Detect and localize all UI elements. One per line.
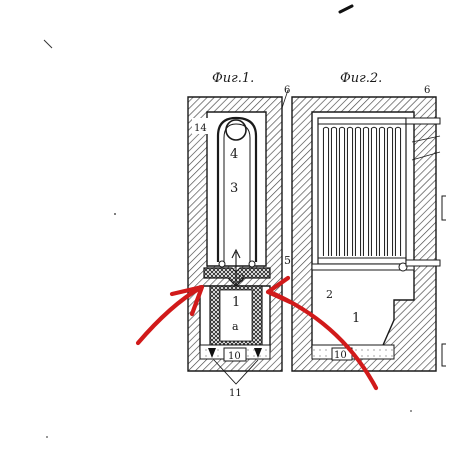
fig1-inner-chamber — [216, 116, 258, 262]
heat-exchanger-tube — [330, 126, 338, 256]
fig2-label-10: 10 — [334, 350, 347, 361]
fig1-label-5: 5 — [284, 254, 291, 267]
fig2-title: Фиг.2. — [340, 71, 382, 86]
figure-2: Фиг.2. 6 6 2 1 10 — [284, 71, 446, 372]
heat-exchanger-tube — [386, 126, 394, 256]
heat-exchanger-tube — [378, 126, 386, 256]
heat-exchanger-tube — [362, 126, 370, 256]
fig2-tube-bank — [317, 117, 407, 265]
fig1-flow-arrow — [231, 248, 241, 290]
fig1-label-9: 9 — [238, 274, 244, 285]
heat-exchanger-tube — [394, 126, 402, 256]
fig2-label-1: 1 — [352, 311, 360, 326]
fig2-label-6-left: 6 — [284, 85, 290, 96]
fig1-title: Фиг.1. — [212, 71, 254, 86]
fig2-label-2: 2 — [326, 288, 333, 301]
scan-marks — [43, 4, 412, 438]
fig1-label-10: 10 — [228, 351, 241, 362]
fig1-label-1: 1 — [232, 295, 240, 310]
left-annotation-arrow — [135, 285, 203, 346]
fig1-label-11: 11 — [229, 388, 242, 399]
figure-1: Фиг.1. 14 4 3 5 9 1 a 10 11 — [187, 71, 291, 399]
fig1-label-a: a — [232, 320, 239, 333]
fig1-label-4: 4 — [230, 147, 238, 162]
fig2-label-6-right: 6 — [424, 85, 430, 96]
heat-exchanger-tube — [370, 126, 378, 256]
heat-exchanger-tube — [338, 126, 346, 256]
heat-exchanger-tube — [354, 126, 362, 256]
heat-exchanger-tube — [322, 126, 330, 256]
fig1-label-14: 14 — [194, 123, 207, 134]
right-annotation-arrow — [267, 289, 379, 391]
fig1-label-3: 3 — [230, 181, 238, 196]
annotation-arrows — [135, 275, 379, 391]
fig1-separator-plate — [203, 267, 271, 287]
heat-exchanger-tube — [346, 126, 354, 256]
